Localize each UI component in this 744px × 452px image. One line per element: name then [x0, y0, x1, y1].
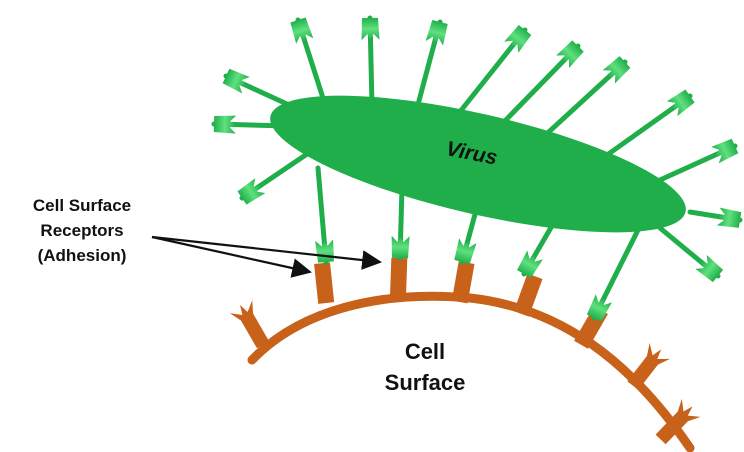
virus-spike: [237, 152, 310, 205]
bound-receptor: [314, 262, 334, 303]
bound-receptor: [390, 258, 407, 299]
attached-virus-spike: [315, 168, 335, 263]
receptors-label-line2: Receptors: [40, 221, 123, 240]
attached-virus-spike: [391, 188, 410, 258]
virus-spike: [660, 138, 739, 180]
cell-label-line1: Cell: [405, 339, 445, 364]
virus-spike: [660, 228, 724, 283]
virus-spike: [690, 208, 741, 229]
cell-receptors: [229, 258, 702, 449]
virus-spike: [600, 89, 695, 160]
pointer-arrow-left-receptor: [152, 237, 310, 272]
receptors-label-line3: (Adhesion): [38, 246, 127, 265]
attached-virus-spike: [586, 226, 640, 322]
receptors-label-line1: Cell Surface: [33, 196, 131, 215]
cell-label-line2: Surface: [385, 370, 466, 395]
virus-spike: [498, 40, 584, 128]
cell-surface-membrane: [229, 258, 702, 449]
empty-receptor: [623, 341, 672, 393]
pointer-arrow-middle-receptor: [152, 237, 380, 262]
virus-spike: [361, 18, 379, 106]
cell-membrane-arc: [252, 296, 690, 448]
virus-spike: [416, 20, 449, 112]
